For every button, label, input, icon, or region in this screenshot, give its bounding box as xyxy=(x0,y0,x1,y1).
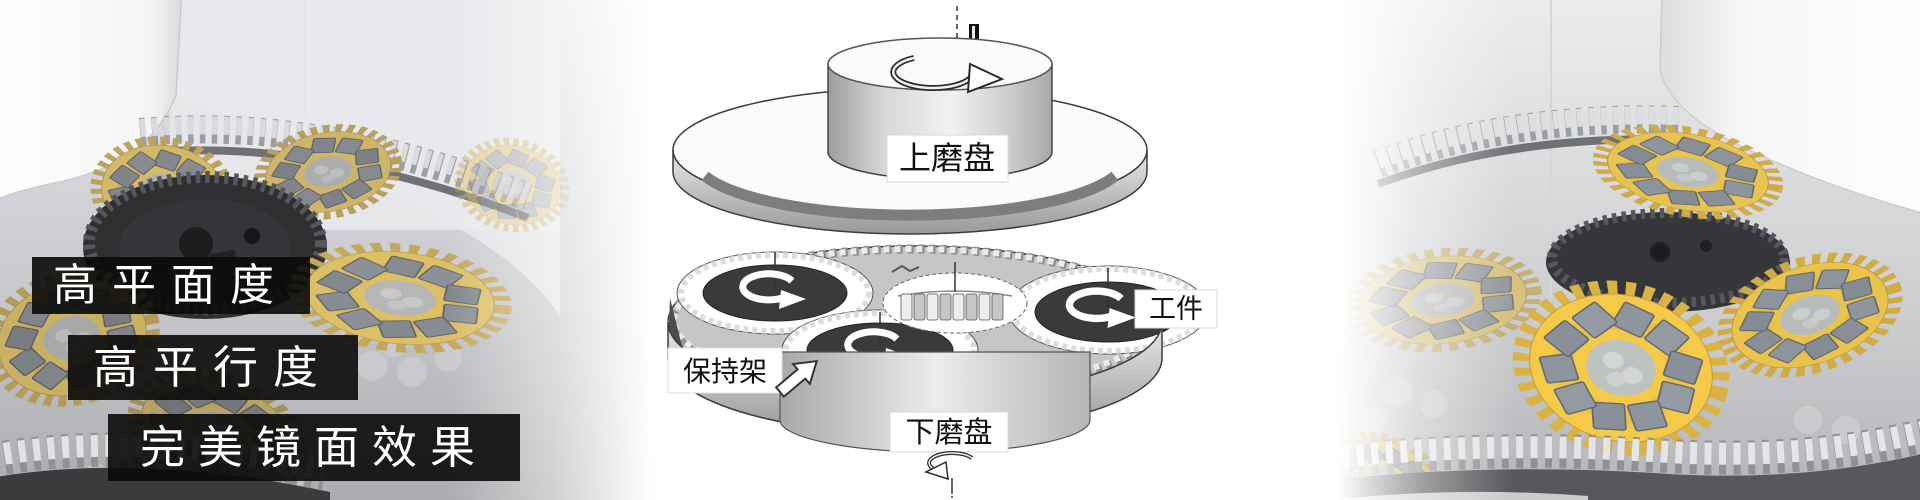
carrier-left xyxy=(676,251,874,335)
machine-photo-left xyxy=(0,0,660,500)
sun-gear xyxy=(882,262,1028,334)
upper-plate-label: 上磨盘 xyxy=(886,134,1009,183)
carrier-pointer-arrow-icon xyxy=(774,359,819,399)
machine-photo-right xyxy=(1338,0,1920,500)
caption-flatness: 高平面度 xyxy=(32,257,310,314)
svg-text:下磨盘: 下磨盘 xyxy=(905,416,992,449)
caption-mirror-finish: 完美镜面效果 xyxy=(108,414,520,481)
carrier-label: 保持架 xyxy=(667,347,819,399)
svg-text:保持架: 保持架 xyxy=(683,356,767,388)
rotation-arrow-top-icon xyxy=(890,55,1005,94)
pin-ring-near xyxy=(0,432,330,500)
svg-text:上磨盘: 上磨盘 xyxy=(899,140,995,176)
caption-parallelism: 高平行度 xyxy=(68,335,358,400)
workpiece-label: 工件 xyxy=(1134,289,1218,329)
process-diagram: 上磨盘 xyxy=(667,6,1218,499)
center-drive-plate xyxy=(1546,208,1790,312)
rotation-arrow-bottom-icon xyxy=(924,451,974,481)
pin-ring-near xyxy=(1338,418,1920,500)
svg-text:工件: 工件 xyxy=(1149,294,1203,324)
lower-plate-label: 下磨盘 xyxy=(889,411,1009,453)
